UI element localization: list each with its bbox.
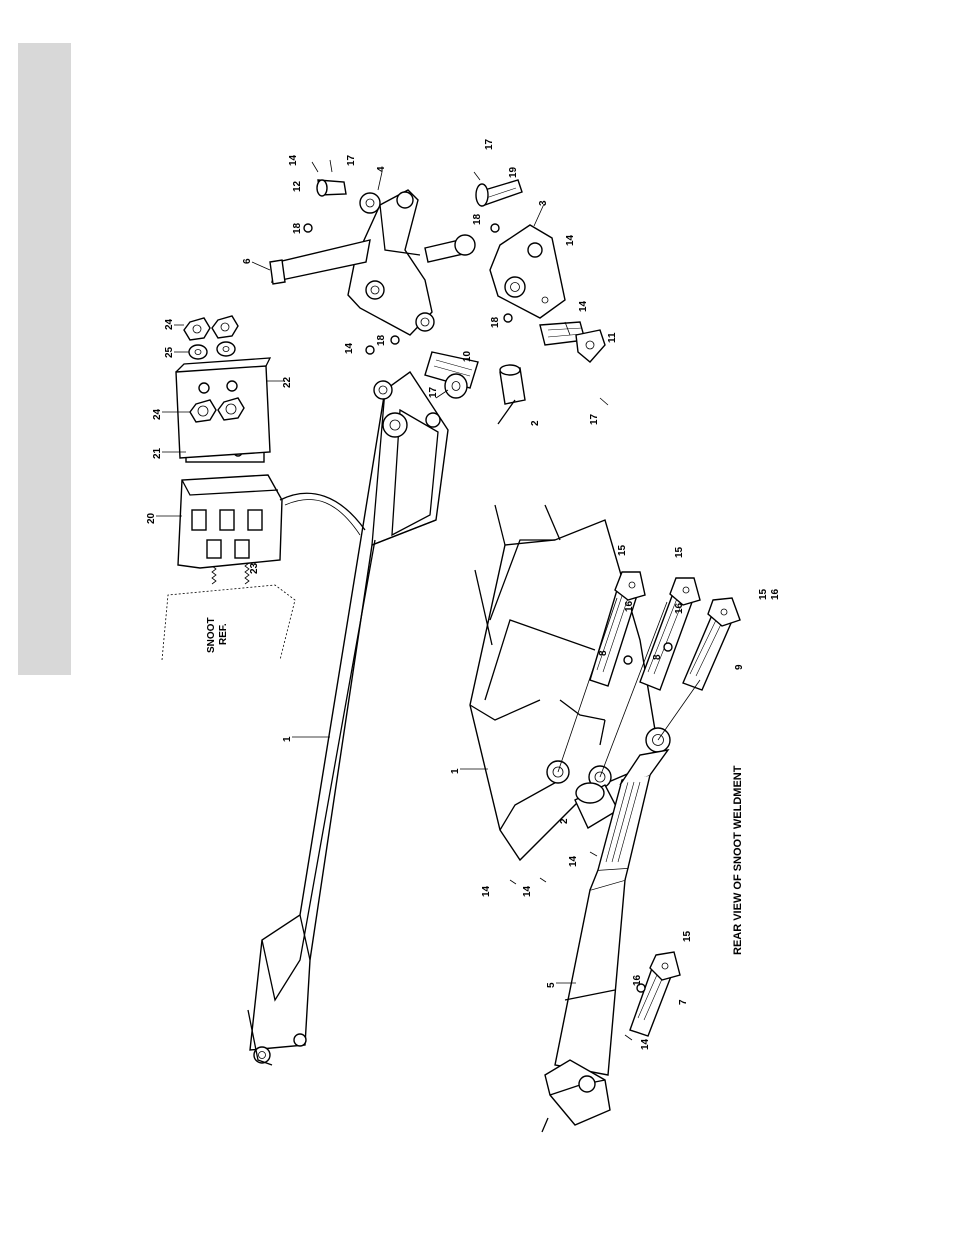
label-5: 5 [546, 982, 557, 988]
label-7: 7 [678, 999, 689, 1005]
label-15-c: 15 [758, 588, 769, 600]
label-18-d: 18 [472, 213, 483, 225]
label-8-b: 8 [652, 654, 663, 660]
label-23: 23 [249, 562, 260, 574]
snoot-weldment-rear-view [470, 505, 740, 1132]
label-17-b: 17 [428, 386, 439, 398]
label-14-b: 14 [344, 342, 355, 354]
label-14-e: 14 [568, 855, 579, 867]
snoot-reference: SNOOT REF. [162, 585, 295, 660]
label-16-a: 16 [624, 600, 635, 612]
label-1-boom: 1 [282, 736, 293, 742]
label-9: 9 [734, 664, 745, 670]
label-4: 4 [376, 166, 387, 172]
label-24-top: 24 [164, 318, 175, 330]
label-14-h: 14 [640, 1038, 651, 1050]
label-8-a: 8 [598, 650, 609, 656]
label-2-lower: 2 [559, 818, 570, 824]
label-17-a: 17 [346, 154, 357, 166]
label-15-d: 15 [682, 930, 693, 942]
label-2-upper: 2 [530, 420, 541, 426]
label-12: 12 [292, 180, 303, 192]
label-18-a: 18 [292, 222, 303, 234]
label-18-b: 18 [376, 334, 387, 346]
label-14-c: 14 [578, 300, 589, 312]
boom-weldment [248, 372, 448, 1065]
label-14-g: 14 [481, 885, 492, 897]
label-18-c: 18 [490, 316, 501, 328]
label-15-b: 15 [674, 546, 685, 558]
label-17-d: 17 [484, 138, 495, 150]
label-17-c: 17 [589, 413, 600, 425]
label-19: 19 [508, 166, 519, 178]
label-21: 21 [152, 447, 163, 459]
label-14-f: 14 [522, 885, 533, 897]
label-25: 25 [164, 346, 175, 358]
label-11: 11 [607, 332, 618, 343]
label-6: 6 [242, 258, 253, 264]
label-10: 10 [462, 350, 473, 362]
snoot-ref-line2: REF. [218, 623, 229, 645]
label-16-d: 16 [632, 974, 643, 986]
snoot-ref-line1: SNOOT [206, 617, 217, 653]
upper-linkage [270, 160, 608, 424]
label-22: 22 [282, 376, 293, 388]
label-16-b: 16 [674, 602, 685, 614]
rear-view-caption: REAR VIEW OF SNOOT WELDMENT [732, 765, 744, 955]
label-20: 20 [146, 512, 157, 524]
label-1-rear: 1 [450, 768, 461, 774]
wear-pad-assembly [176, 316, 365, 584]
label-15-a: 15 [617, 544, 628, 556]
label-14-a: 14 [288, 154, 299, 166]
label-24-middle: 24 [152, 408, 163, 420]
label-14-d: 14 [565, 234, 576, 246]
label-16-c: 16 [770, 588, 781, 600]
